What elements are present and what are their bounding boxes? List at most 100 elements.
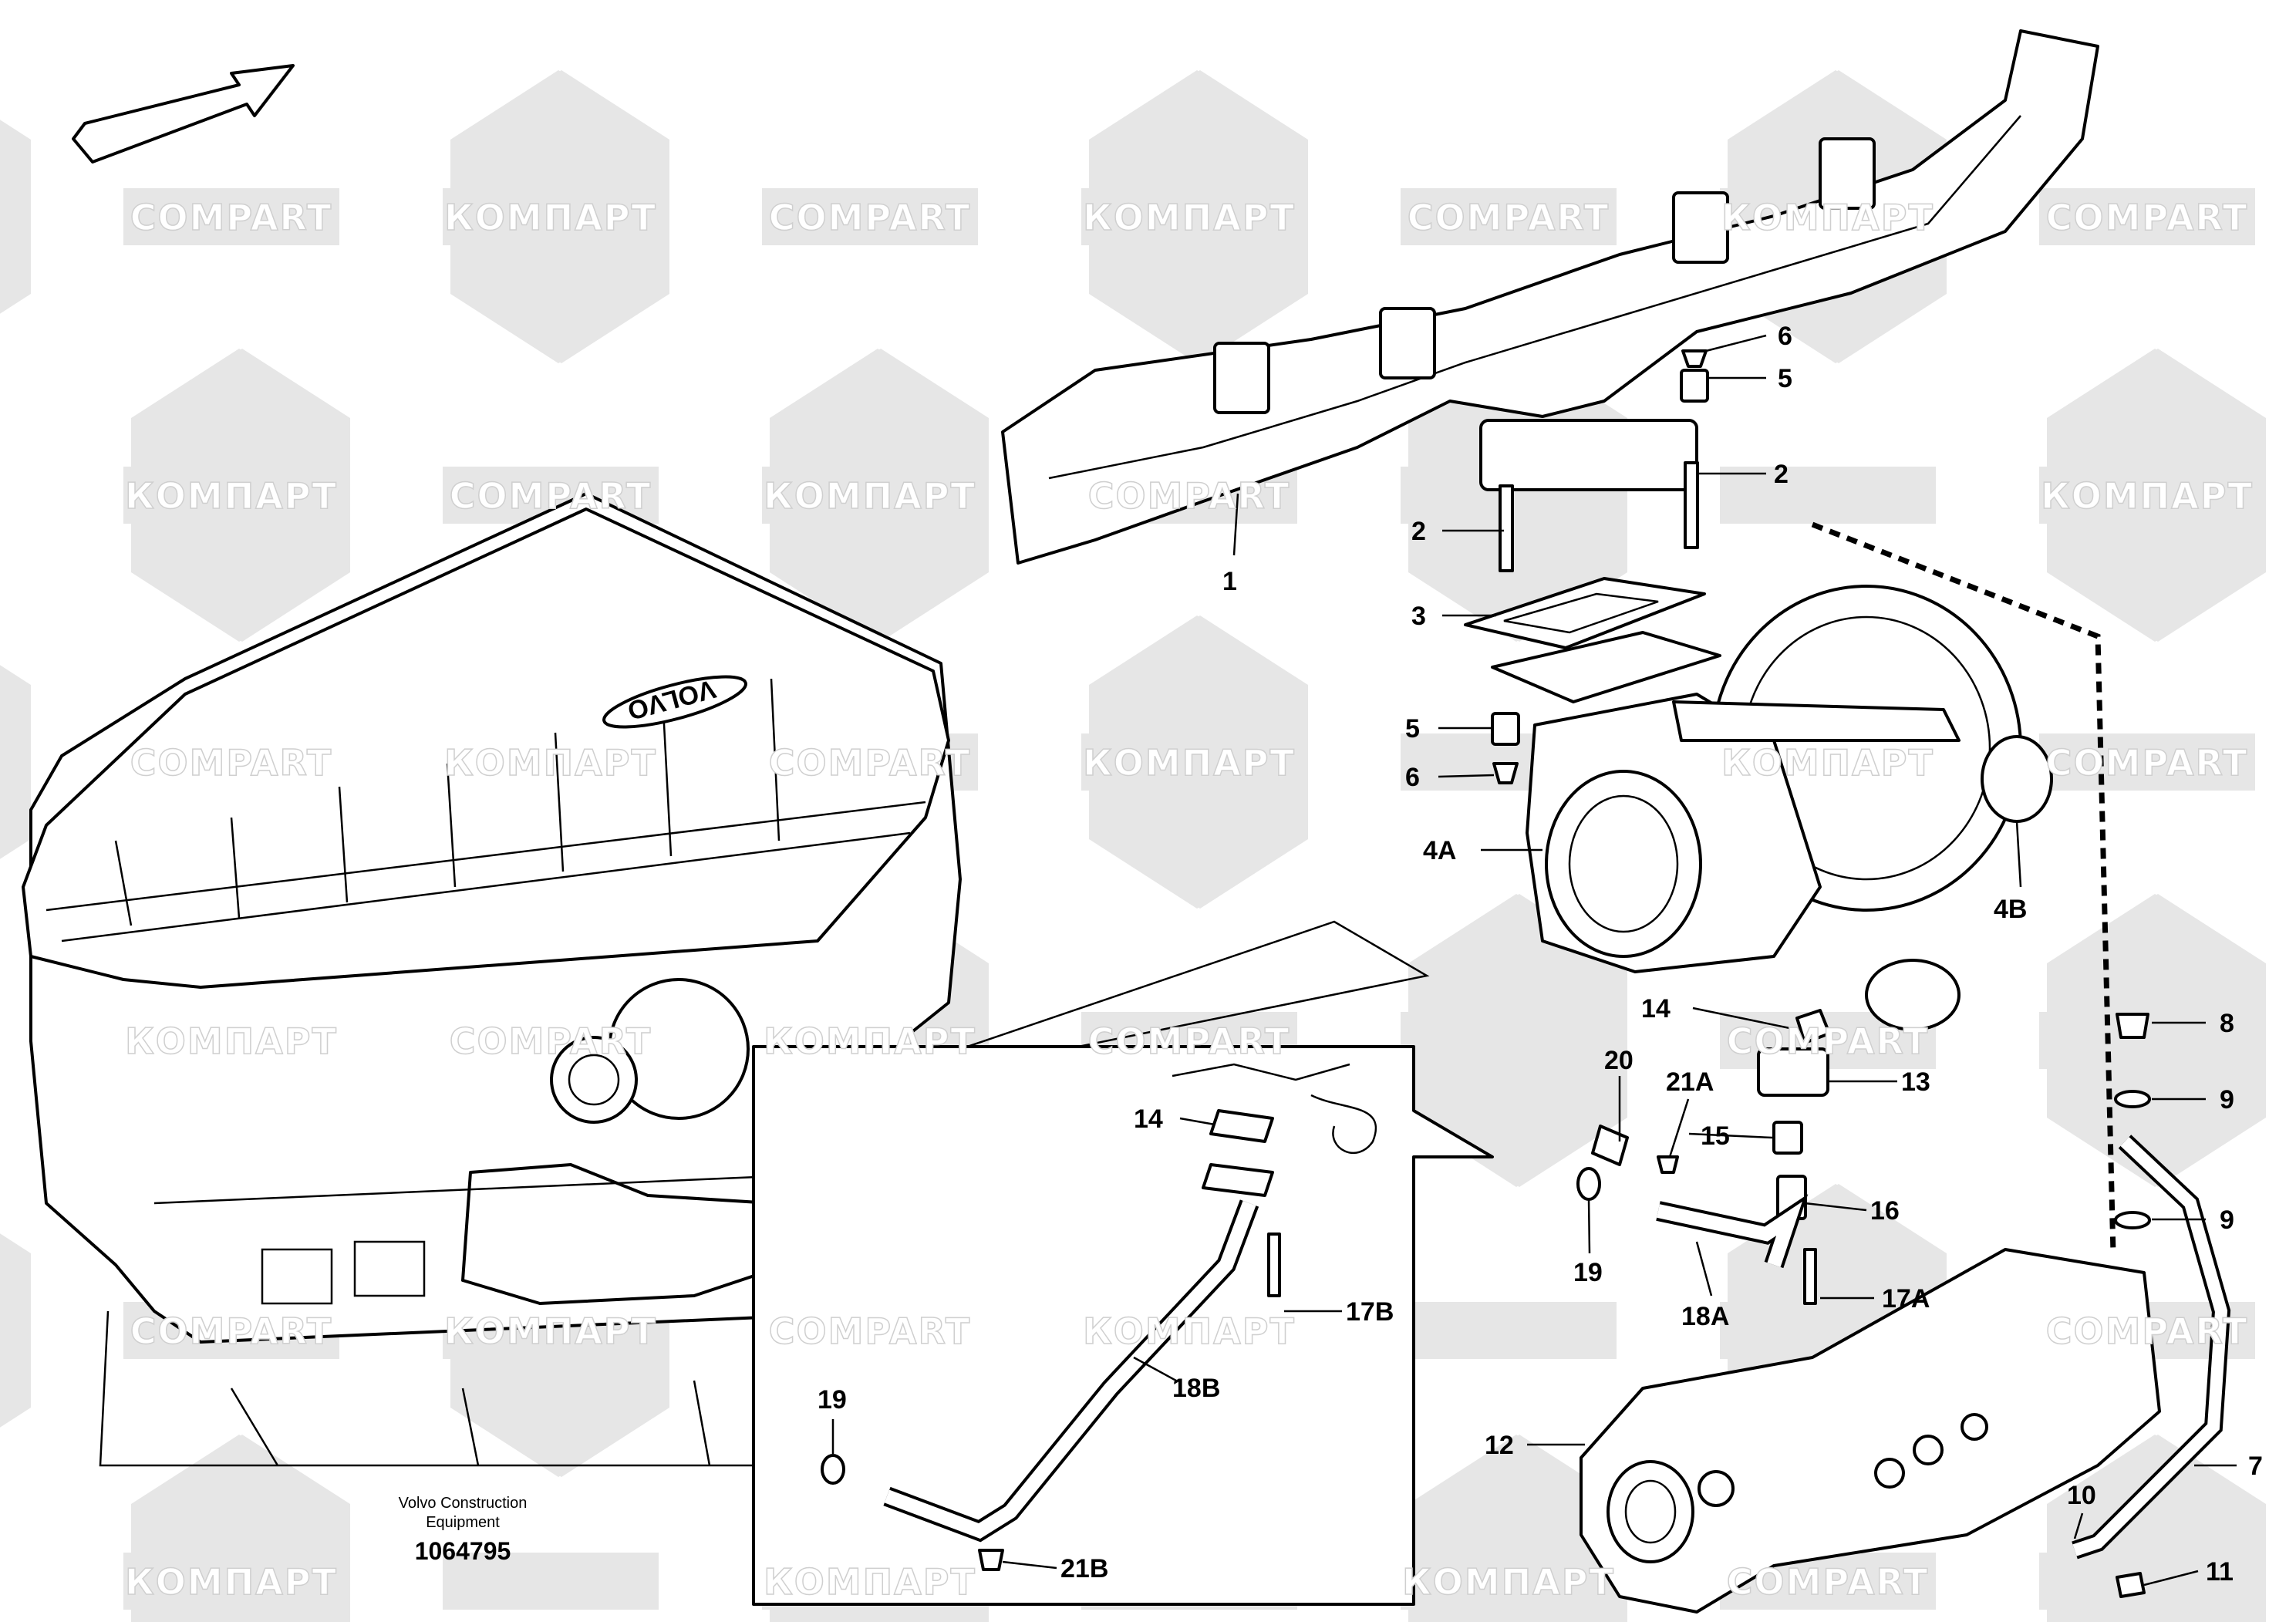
label-4a: 4A — [1423, 836, 1456, 865]
watermark-text: COMPART — [769, 197, 971, 238]
watermark-band — [762, 188, 978, 245]
watermark-hexagon — [2050, 894, 2266, 1187]
inset-label-19: 19 — [818, 1385, 847, 1415]
watermark-band — [123, 188, 339, 245]
label-9: 9 — [2220, 1085, 2234, 1114]
inset-label-14: 14 — [1134, 1104, 1163, 1134]
label-13: 13 — [1901, 1067, 1930, 1097]
turbocharger — [1526, 585, 2053, 1031]
watermark-text: COMPART — [769, 742, 971, 784]
watermark-hexagon — [2050, 1435, 2266, 1622]
label-4b: 4B — [1994, 895, 2027, 924]
watermark-text: COMPART — [130, 197, 332, 238]
inset-label-17b: 17B — [1346, 1297, 1394, 1327]
inset-label-21b: 21B — [1060, 1554, 1108, 1583]
watermark-text: КОМПАРТ — [1083, 742, 1296, 784]
label-6: 6 — [1405, 763, 1420, 792]
dashed-leader — [1811, 521, 2116, 1254]
inset-label-18b: 18B — [1172, 1374, 1220, 1403]
label-7: 7 — [2248, 1452, 2263, 1481]
label-9: 9 — [2220, 1206, 2234, 1235]
watermark-text: COMPART — [450, 1020, 652, 1062]
watermark-text: COMPART — [769, 1310, 971, 1352]
label-19: 19 — [1573, 1258, 1603, 1287]
label-3: 3 — [1411, 602, 1426, 631]
watermark-band — [1720, 467, 1936, 524]
watermark-text: КОМПАРТ — [764, 475, 976, 517]
watermark-text: КОМПАРТ — [1721, 197, 1934, 238]
hardware — [1464, 349, 1721, 784]
watermark-text: КОМПАРТ — [1721, 742, 1934, 784]
watermark-hexagon — [134, 349, 350, 642]
drawing-number: 1064795 — [415, 1537, 511, 1565]
watermark-band — [443, 1553, 659, 1610]
engine-assembly: VOLVO — [22, 492, 962, 1467]
label-16: 16 — [1870, 1196, 1900, 1226]
label-20: 20 — [1604, 1046, 1633, 1075]
caption-line-2: Equipment — [426, 1514, 500, 1531]
watermark-text: COMPART — [1408, 197, 1610, 238]
watermark-text: COMPART — [450, 475, 652, 517]
watermark-text: COMPART — [2046, 1310, 2248, 1352]
watermark-text: КОМПАРТ — [2041, 475, 2254, 517]
watermark-text-layer: COMPART КОМПАРТ COMPART КОМПАРТ COMPART КОМПА… — [124, 196, 2254, 1603]
label-21a: 21A — [1666, 1067, 1714, 1097]
watermark-text: КОМПАРТ — [764, 1020, 976, 1062]
watermark-text: COMPART — [1088, 1020, 1290, 1062]
watermark-text: КОМПАРТ — [1083, 1310, 1296, 1352]
watermark-text: КОМПАРТ — [125, 1561, 338, 1603]
engine-cover-ribs — [114, 678, 781, 926]
watermark-hexagon — [0, 120, 31, 314]
watermark-band — [1401, 1302, 1617, 1359]
watermark-text: COMPART — [2046, 742, 2248, 784]
watermark-band — [2039, 188, 2255, 245]
direction-arrow — [72, 64, 295, 164]
watermark-text: КОМПАРТ — [764, 1561, 976, 1603]
exhaust-manifold — [1001, 29, 2099, 565]
label-17a: 17A — [1882, 1284, 1930, 1313]
caption-line-1: Volvo Construction — [399, 1495, 528, 1512]
callout-labels: 1 2 2 3 5 5 6 6 4A 4B 8 9 9 14 13 20 21A… — [818, 322, 2263, 1587]
watermark-text: COMPART — [130, 1310, 332, 1352]
watermark-hexagon — [1411, 894, 1627, 1187]
watermark-hexagon — [453, 70, 669, 363]
watermark-text: COMPART — [130, 742, 332, 784]
watermark-hexagon — [773, 349, 989, 642]
label-18a: 18A — [1681, 1302, 1729, 1331]
watermark-text: КОМПАРТ — [125, 475, 338, 517]
leader-lines — [831, 334, 2237, 1587]
watermark-text: COMPART — [2046, 197, 2248, 238]
watermark-text: COMPART — [1088, 475, 1290, 517]
watermark-text: КОМПАРТ — [125, 1020, 338, 1062]
watermark-hexagon — [2050, 349, 2266, 642]
label-15: 15 — [1701, 1121, 1730, 1151]
label-12: 12 — [1485, 1431, 1514, 1460]
oil-filter-housing — [1580, 1248, 2161, 1614]
watermark-hexagon — [0, 665, 31, 859]
watermark-hexagon — [134, 1435, 350, 1622]
watermark-band — [2039, 733, 2255, 791]
watermark-text: КОМПАРТ — [444, 1310, 657, 1352]
label-8: 8 — [2220, 1009, 2234, 1038]
inset-detail — [752, 1045, 1494, 1606]
label-10: 10 — [2067, 1481, 2096, 1510]
watermark-text: COMPART — [1727, 1020, 1929, 1062]
label-1: 1 — [1222, 567, 1237, 596]
watermark-hexagon — [1092, 615, 1308, 909]
watermark-text: COMPART — [1727, 1561, 1929, 1603]
watermark-hexagon — [1411, 1435, 1627, 1622]
watermark-hexagon — [0, 1233, 31, 1428]
label-2: 2 — [1411, 517, 1426, 546]
watermark-text: КОМПАРТ — [444, 197, 657, 238]
watermark-text: КОМПАРТ — [1083, 197, 1296, 238]
watermark-text: КОМПАРТ — [444, 742, 657, 784]
label-2: 2 — [1774, 460, 1789, 489]
label-14: 14 — [1641, 994, 1671, 1023]
callout-pointer — [801, 920, 1430, 1104]
label-11: 11 — [2206, 1557, 2234, 1587]
label-5: 5 — [1405, 714, 1420, 744]
drawing-caption: Volvo Construction Equipment 1064795 — [399, 1495, 528, 1565]
watermark-hexagon — [1092, 70, 1308, 363]
label-6: 6 — [1778, 322, 1792, 351]
